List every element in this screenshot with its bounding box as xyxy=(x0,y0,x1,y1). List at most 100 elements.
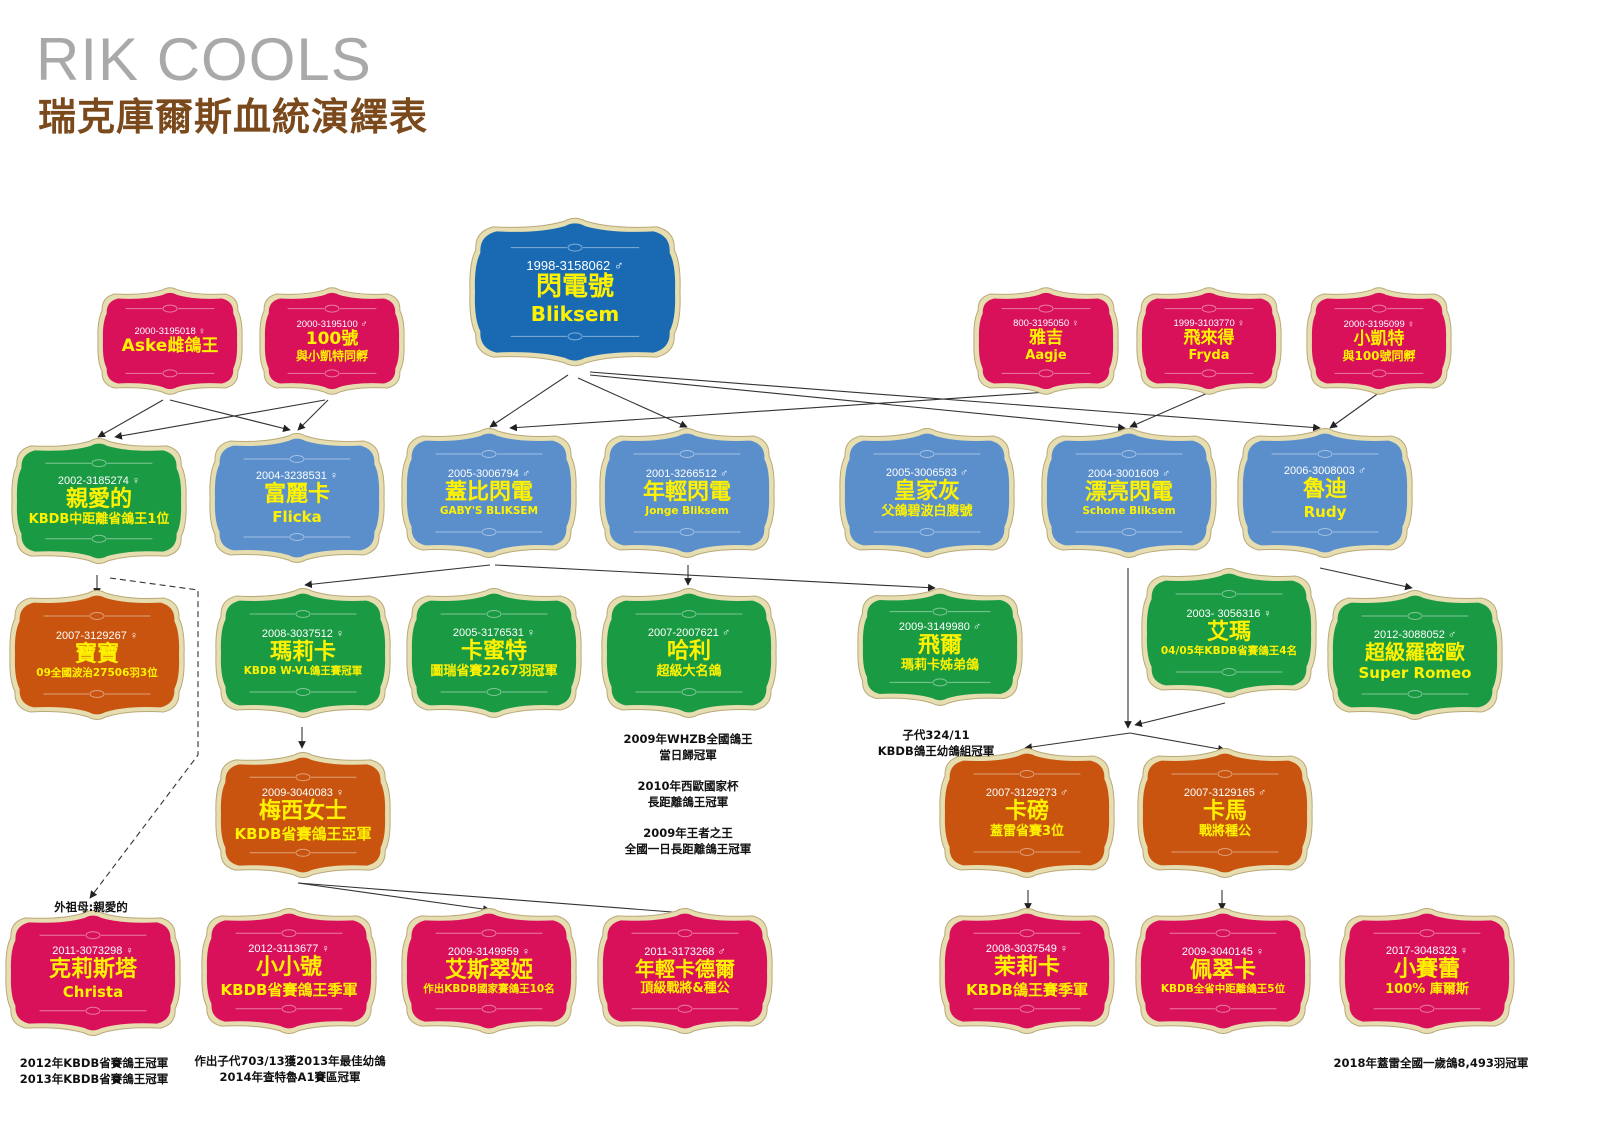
node-subtitle: 頂級戰將&種公 xyxy=(640,980,730,996)
node-subtitle: GABY'S BLIKSEM xyxy=(439,505,539,518)
edge-meixi-kadeer xyxy=(297,882,686,917)
note-hali-line6: 全國一日長距離鴿王冠軍 xyxy=(624,841,752,856)
edge-bliksem-gaby xyxy=(489,374,569,428)
badge-frame xyxy=(599,427,775,559)
node-name: Aske雌鴿王 xyxy=(121,335,219,356)
note-hali-line5: 2009年王者之王 xyxy=(643,826,733,841)
edge-100-qinai xyxy=(114,399,326,440)
badge-frame xyxy=(9,589,185,721)
node-name: 卡蜜特 xyxy=(460,638,527,664)
node-code: 2001-3266512 ♂ xyxy=(645,468,729,481)
badge-frame xyxy=(201,908,377,1034)
node-name: 超級羅密歐 xyxy=(1365,639,1465,664)
node-subtitle: KBDB省賽鴿王亞軍 xyxy=(234,824,372,843)
node-code: 2000-3195018 ♀ xyxy=(134,325,206,337)
node-name: 漂亮閃電 xyxy=(1084,480,1173,506)
node-subtitle: 100% 庫爾斯 xyxy=(1385,981,1469,997)
badge-frame xyxy=(401,427,577,559)
note-hali-line2: 當日歸冠軍 xyxy=(659,747,717,762)
node-subtitle: Christa xyxy=(62,982,124,1001)
node-name: 小凱特 xyxy=(1353,328,1405,349)
node-name: 佩翠卡 xyxy=(1189,958,1256,984)
title-english: RIK COOLS xyxy=(36,26,372,93)
node-subtitle: 與100號同孵 xyxy=(1342,349,1416,364)
node-code: 2004-3238531 ♀ xyxy=(255,470,339,483)
node-name: 哈利 xyxy=(666,638,711,664)
node-code: 2004-3001609 ♂ xyxy=(1087,468,1171,481)
node-subtitle: 超級大名鴿 xyxy=(656,663,722,679)
node-code: 2007-3129273 ♂ xyxy=(985,786,1069,799)
node-name: 飛來得 xyxy=(1183,327,1235,348)
note-xiaoxiao: 作出子代703/13獲2013年最佳幼鴿 2014年查特魯A1賽區冠軍 xyxy=(190,1054,390,1085)
node-subtitle: 04/05年KBDB省賽鴿王4名 xyxy=(1160,645,1298,658)
node-code: 2009-3149959 ♀ xyxy=(447,946,531,959)
note-xiaosailei: 2018年蓋雷全國一歲鴿8,493羽冠軍 xyxy=(1316,1056,1546,1072)
node-name: 皇家灰 xyxy=(893,478,960,504)
node-code: 2011-3173268 ♂ xyxy=(644,945,726,958)
node-kamite: 2005-3176531 ♀卡蜜特圖瑞省賽2267羽冠軍 xyxy=(405,587,583,719)
edge-grandmother-dashed xyxy=(89,577,199,899)
node-name: 年輕卡德爾 xyxy=(635,956,735,981)
node-code: 2000-3195099 ♀ xyxy=(1343,318,1415,330)
badge-frame xyxy=(939,908,1115,1034)
node-code: 800-3195050 ♀ xyxy=(1013,317,1079,329)
edge-aske-qinai xyxy=(97,399,164,438)
badge-frame xyxy=(597,908,773,1034)
node-name: 艾斯翠婭 xyxy=(444,958,533,984)
node-name: 小小號 xyxy=(255,955,322,981)
edge-100-flicka xyxy=(297,399,329,431)
node-name: 艾瑪 xyxy=(1206,620,1251,646)
edge-to-kabang xyxy=(1024,732,1131,751)
badge-frame xyxy=(401,908,577,1034)
node-subtitle: 圖瑞省賽2267羽冠軍 xyxy=(430,663,558,679)
node-code: 2000-3195100 ♂ xyxy=(296,318,368,330)
node-code: 2008-3037549 ♀ xyxy=(985,943,1069,956)
node-subtitle: Jonge Bliksem xyxy=(645,505,729,518)
node-name: 茉莉卡 xyxy=(993,955,1060,981)
node-name: 卡馬 xyxy=(1202,798,1247,824)
edge-meixi-aisicuiya xyxy=(297,882,491,913)
node-subtitle: Super Romeo xyxy=(1358,663,1472,682)
badge-frame xyxy=(259,287,405,395)
node-code: 2007-2007621 ♂ xyxy=(647,626,731,639)
node-subtitle: KBDB全省中距離鴿王5位 xyxy=(1160,983,1286,996)
node-code: 1999-3103770 ♀ xyxy=(1173,317,1245,329)
badge-frame xyxy=(469,217,681,367)
node-name: 飛爾 xyxy=(917,632,962,658)
note-feier-line1: 子代324/11 xyxy=(902,728,970,742)
badge-frame xyxy=(1339,908,1515,1034)
node-subtitle: Schone Bliksem xyxy=(1082,505,1176,518)
node-subtitle: KBDB中距離省鴿王1位 xyxy=(28,511,170,527)
node-subtitle: 與小凱特同孵 xyxy=(295,349,368,364)
node-name: 閃電號 xyxy=(535,271,614,302)
node-code: 2007-3129165 ♂ xyxy=(1183,786,1267,799)
edge-aima-down xyxy=(1134,702,1226,728)
node-code: 2003- 3056316 ♀ xyxy=(1186,608,1272,621)
note-xiaoxiao-line1: 作出子代703/13獲2013年最佳幼鴿 xyxy=(194,1054,386,1068)
node-100: 2000-3195100 ♂100號與小凱特同孵 xyxy=(258,287,406,395)
node-kabang: 2007-3129273 ♂卡磅蓋雷省賽3位 xyxy=(938,747,1116,879)
badge-frame xyxy=(1237,427,1413,559)
node-name: 瑪莉卡 xyxy=(269,640,336,666)
node-subtitle: Aagje xyxy=(1025,348,1067,364)
node-subtitle: 作出KBDB國家賽鴿王10名 xyxy=(423,983,555,996)
node-name: 雅吉 xyxy=(1029,327,1063,348)
badge-frame xyxy=(839,427,1015,559)
note-hali-line3: 2010年西歐國家杯 xyxy=(637,779,739,794)
node-subtitle: 父鴿碧波白腹號 xyxy=(881,503,973,519)
badge-frame xyxy=(1141,567,1317,699)
node-name: 小賽蕾 xyxy=(1393,956,1460,982)
edge-fryda-schone xyxy=(1129,391,1211,428)
node-name: 卡磅 xyxy=(1004,798,1049,824)
node-code: 2011-3073298 ♀ xyxy=(52,945,134,958)
